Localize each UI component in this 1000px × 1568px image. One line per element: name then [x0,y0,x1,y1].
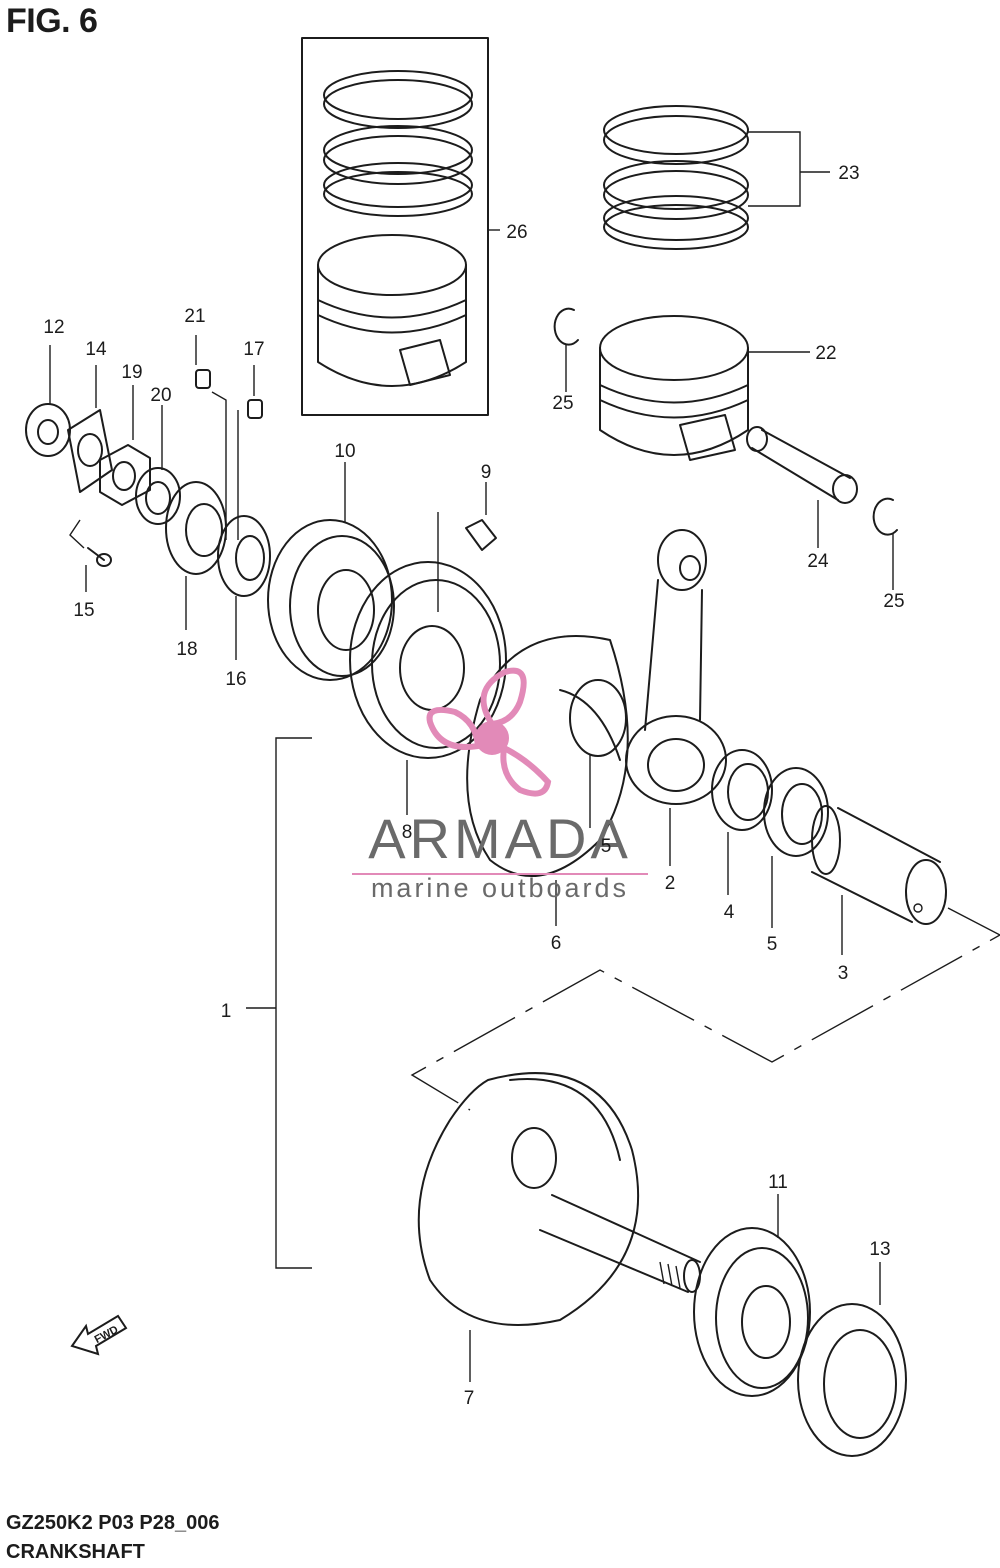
callout-1: 1 [221,1001,232,1022]
pin-9 [437,482,497,612]
fwd-arrow-icon: FWD [70,1314,128,1356]
piston-boxed [317,234,467,387]
lock-washer-14 [67,365,113,493]
circlips [553,307,898,590]
crankshaft-7 [417,1072,701,1382]
callout-8: 8 [402,822,413,843]
callout-14: 14 [85,339,107,360]
callout-16: 16 [225,669,246,690]
piston-pin [746,426,858,548]
assembly-bracket-1 [246,737,1000,1269]
nut-19 [99,385,151,506]
callout-19: 19 [121,362,142,383]
callout-21: 21 [184,306,205,327]
screw-15 [69,519,112,592]
watermark: ARMADA marine outboards [352,667,648,903]
gear-8 [349,561,507,815]
callout-20: 20 [150,385,171,406]
callout-3: 3 [838,963,849,984]
callout-5: 5 [767,934,778,955]
callout-7: 7 [464,1388,475,1409]
callout-18: 18 [176,639,197,660]
callout-23: 23 [838,163,859,184]
piston-rings-boxed [323,70,473,217]
oil-seal-13 [797,1262,907,1457]
fwd-label: FWD [93,1324,121,1346]
key-21 [195,335,227,540]
callout-25: 25 [552,393,573,414]
figure-code: GZ250K2 P03 P28_006 [6,1512,220,1534]
piston-rings [603,105,830,250]
callout-12: 12 [43,317,64,338]
connecting-rod-2 [625,529,727,866]
callout-22: 22 [815,343,836,364]
callout-6: 6 [551,933,562,954]
figure-title: FIG. 6 [6,2,98,40]
callout-9: 9 [481,462,492,483]
callout-labels: 1 2 3 4 5 5 6 7 8 9 10 11 12 13 14 15 16… [43,163,904,1409]
callout-13: 13 [869,1239,890,1260]
callout-15: 15 [73,600,94,621]
callout-2: 2 [665,873,676,894]
propeller-logo-icon [426,667,552,797]
callout-24: 24 [807,551,829,572]
gear-16 [217,515,271,660]
callout-17: 17 [243,339,264,360]
crank-pin-3 [811,805,947,955]
bearing-10 [267,462,395,681]
thrust-washer-5 [763,767,829,928]
callout-10: 10 [334,441,355,462]
bearing-11 [693,1194,811,1397]
figure-caption: CRANKSHAFT [6,1541,145,1563]
key-17 [237,365,263,540]
watermark-brand: ARMADA [368,807,632,870]
piston [599,315,810,461]
callout-26: 26 [506,222,527,243]
needle-bearing-4 [711,749,773,895]
callout-5: 5 [601,836,612,857]
watermark-tagline: marine outboards [371,873,629,903]
callout-4: 4 [724,902,735,923]
callout-25: 25 [883,591,904,612]
callout-11: 11 [768,1172,788,1193]
piston-kit-box [301,37,500,416]
crank-web-6 [466,635,629,926]
oil-seal-12 [25,345,71,457]
washer-20 [135,405,181,525]
